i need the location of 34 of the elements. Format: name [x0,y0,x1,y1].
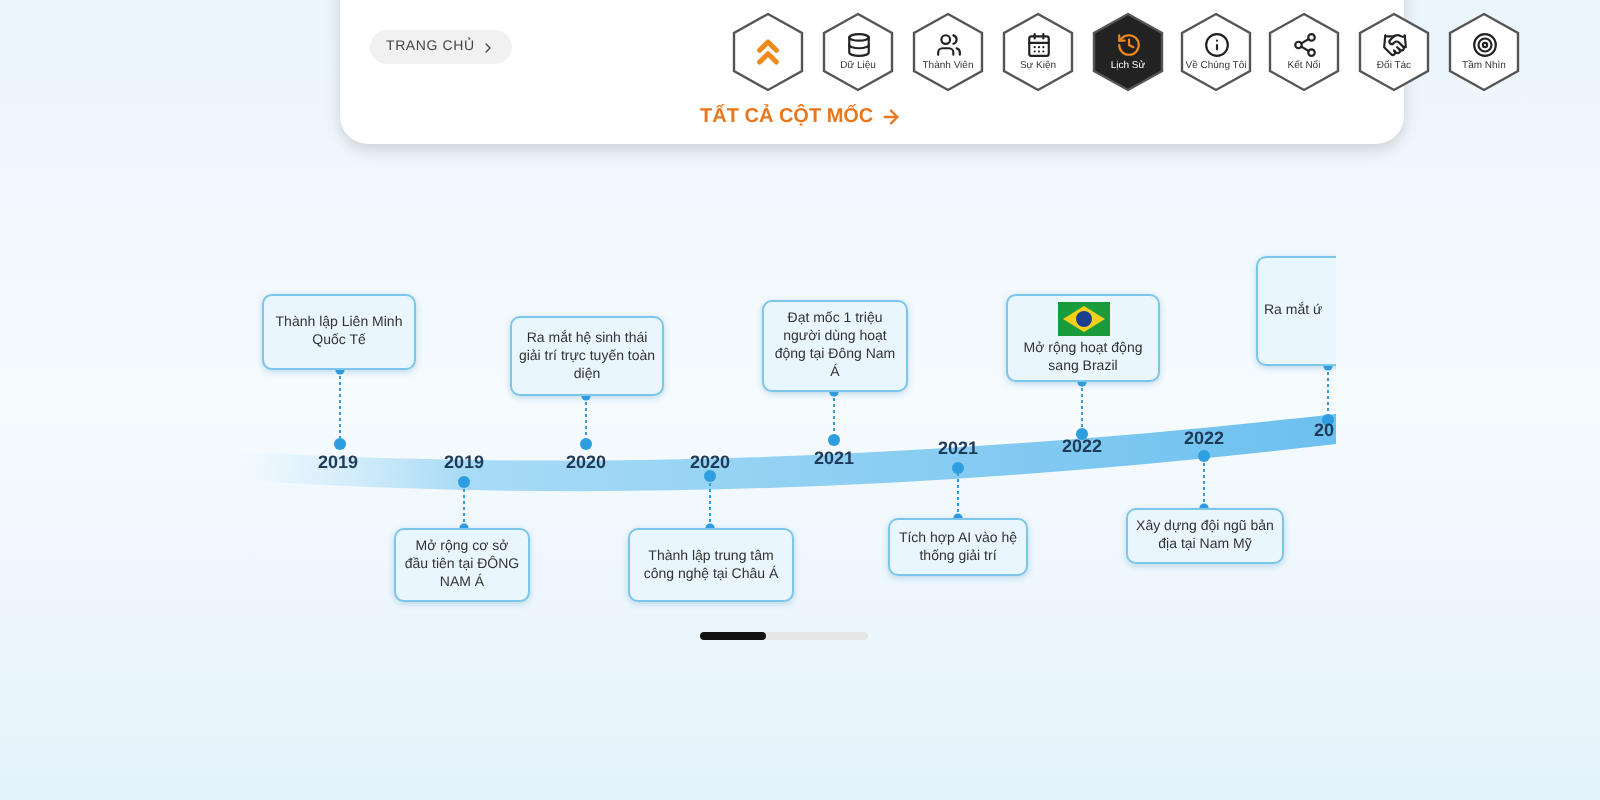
year-label: 2022 [1183,428,1225,448]
milestone-card [1126,508,1284,564]
year-label: 2022 [1061,436,1103,456]
connector-line [459,487,469,533]
timeline-dot [828,434,840,446]
year-label: 2020 [689,452,731,472]
milestone-card [888,518,1028,576]
timeline-dot [1198,450,1210,462]
year-label: 20 [1314,420,1334,440]
year-label: 2021 [813,448,855,468]
timeline-dot [1076,428,1088,440]
year-label: 2019 [443,452,485,472]
timeline-dot [458,476,470,488]
milestone-card [1006,294,1160,382]
milestone-card [394,528,530,602]
connector-line [705,481,715,533]
year-label: 2019 [317,452,359,472]
timeline-dot [580,438,592,450]
timeline-dot [1322,414,1334,426]
milestone-card [510,316,664,396]
timeline-dot [704,470,716,482]
year-label: 2020 [565,452,607,472]
connector-line [829,387,839,435]
connector-line [1323,361,1333,415]
connector-line [1077,377,1087,429]
connector-line [335,365,345,439]
connector-line [953,473,963,523]
timeline-dot [952,462,964,474]
connector-line [581,391,591,439]
timeline-dot [334,438,346,450]
all-milestones-link: TẤT CẢ CỘT MỐC [700,106,902,128]
milestone-card [628,528,794,602]
milestone-card [262,294,416,370]
connector-line [1199,461,1209,513]
